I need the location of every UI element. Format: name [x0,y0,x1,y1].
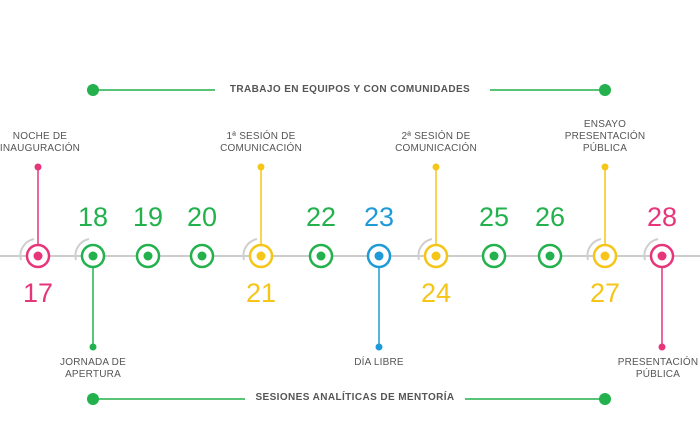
event-label-line: COMUNICACIÓN [395,143,477,154]
day-number-22: 22 [305,202,337,232]
day-number-27: 27 [589,278,621,308]
stem-dot-18 [89,343,97,351]
node-dot-21 [256,251,266,261]
day-number-17: 17 [22,278,54,308]
day-number-20: 20 [186,202,218,232]
node-dot-18 [88,251,98,261]
event-label-line: 2ª SESIÓN DE [401,131,471,142]
node-arc-24 [417,238,433,261]
day-number-28: 28 [646,202,678,232]
stem-dot-23 [375,343,383,351]
band-top-dot-right [599,84,611,96]
event-label-line: ENSAYO [583,119,627,130]
day-number-23: 23 [363,202,395,232]
node-dot-20 [197,251,207,261]
day-number-26: 26 [534,202,566,232]
event-label-line: DÍA LIBRE [354,357,404,368]
event-label-line: PRESENTACIÓN [564,131,646,142]
day-number-19: 19 [132,202,164,232]
node-arc-18 [74,238,90,261]
event-label-23: DÍA LIBRE [354,357,404,369]
stem-dot-21 [257,163,265,171]
event-label-line: PRESENTACIÓN [617,357,699,368]
band-bottom-label: SESIONES ANALÍTICAS DE MENTORÍA [255,392,455,403]
event-label-line: PÚBLICA [635,369,681,380]
node-arc-27 [586,238,602,261]
node-dot-23 [374,251,384,261]
event-label-line: INAUGURACIÓN [0,143,81,154]
stem-dot-24 [432,163,440,171]
node-dot-24 [431,251,441,261]
day-number-18: 18 [77,202,109,232]
day-number-24: 24 [420,278,452,308]
event-label-line: NOCHE DE [12,131,68,142]
event-label-line: JORNADA DE [60,357,126,368]
event-label-line: COMUNICACIÓN [220,143,302,154]
node-dot-17 [33,251,43,261]
day-number-21: 21 [245,278,277,308]
event-label-line: APERTURA [65,369,121,380]
stem-dot-28 [658,343,666,351]
stem-dot-17 [34,163,42,171]
node-dot-25 [489,251,499,261]
event-label-line: PÚBLICA [582,143,628,154]
node-dot-28 [657,251,667,261]
node-dot-19 [143,251,153,261]
node-dot-27 [600,251,610,261]
stem-dot-27 [601,163,609,171]
node-arc-21 [242,238,258,261]
band-top-dot-left [87,84,99,96]
event-label-line: 1ª SESIÓN DE [226,131,296,142]
node-arc-28 [643,238,659,261]
node-dot-26 [545,251,555,261]
band-bottom-dot-right [599,393,611,405]
day-number-25: 25 [478,202,510,232]
node-arc-17 [19,238,35,261]
band-top-label: TRABAJO EN EQUIPOS Y CON COMUNIDADES [229,84,471,95]
node-dot-22 [316,251,326,261]
band-bottom-dot-left [87,393,99,405]
